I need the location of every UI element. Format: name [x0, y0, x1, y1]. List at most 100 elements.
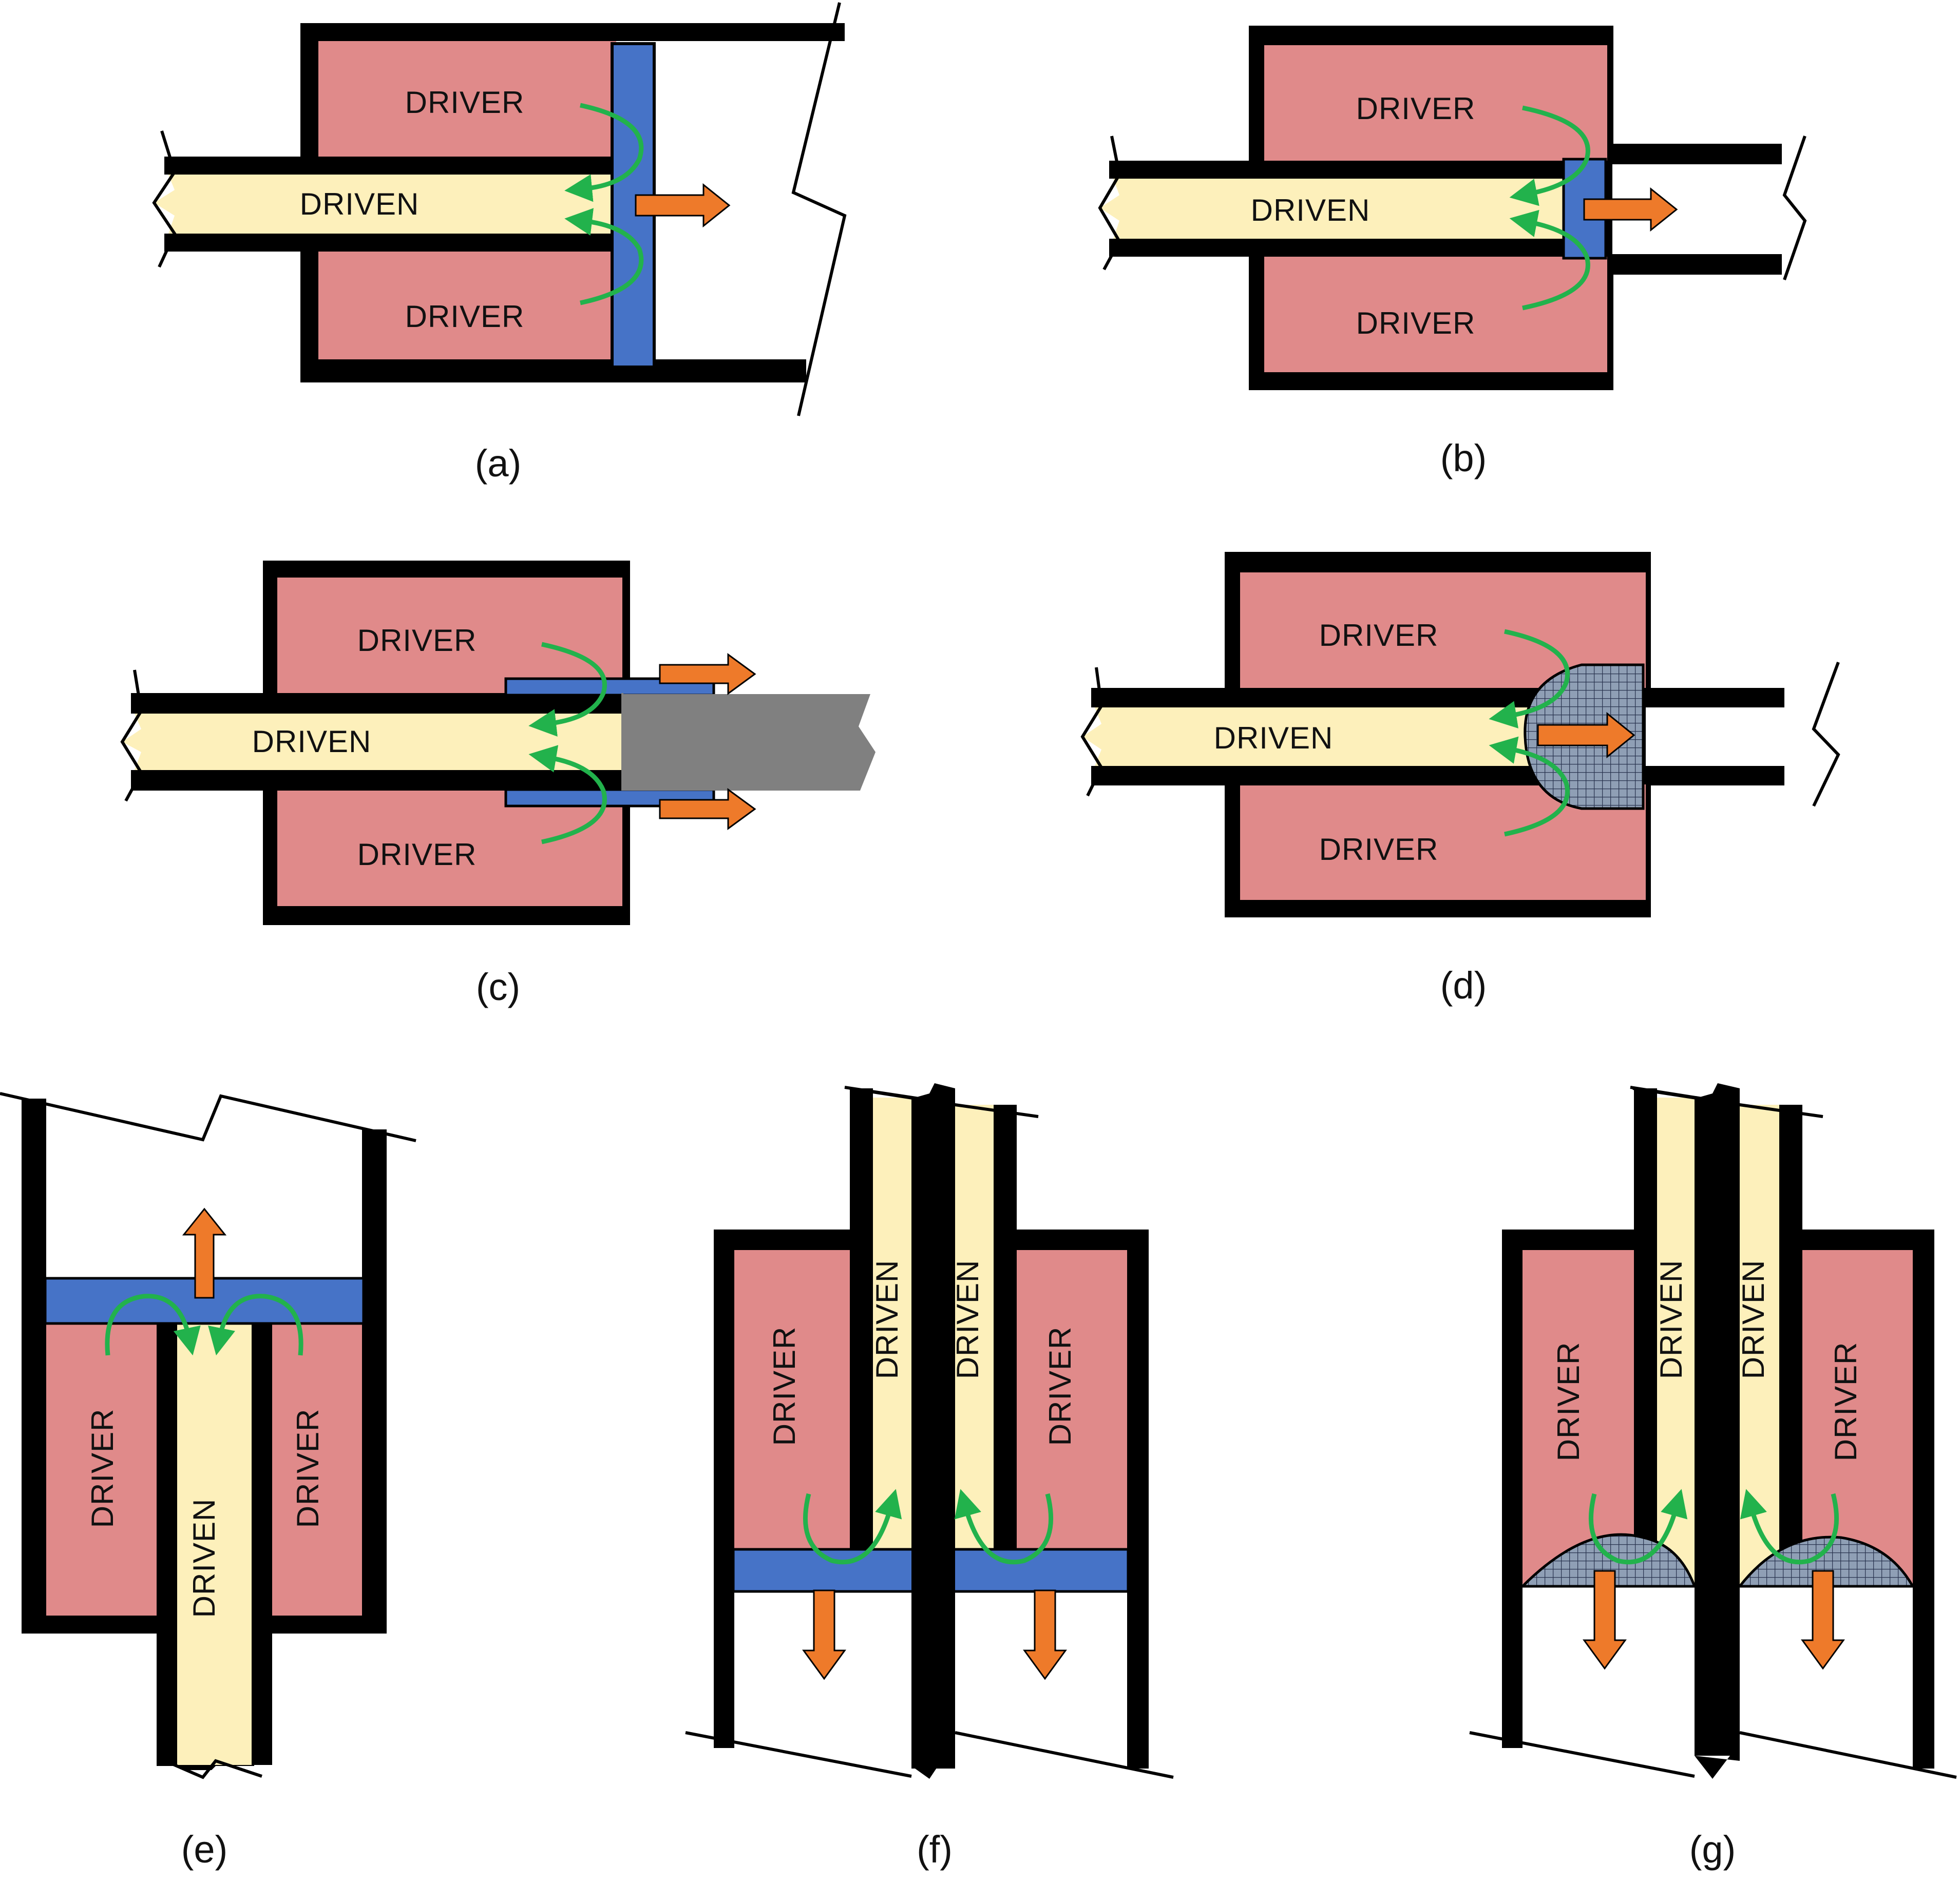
panel-e: DRIVER DRIVER DRIVEN (e): [0, 1092, 416, 1871]
driven-section-a: [154, 175, 616, 234]
projectile-c: [621, 694, 876, 791]
center-wall-bottom-f: [911, 1740, 955, 1779]
driver-section-top-b: [1264, 45, 1607, 161]
driver-section-bottom-a: [318, 252, 616, 359]
flow-arrow-top-a: [564, 103, 644, 202]
bottom-wall-right-e: [252, 1613, 387, 1634]
motion-arrow-e: [182, 1207, 227, 1299]
label-driven-b: DRIVEN: [1251, 193, 1371, 227]
label-driver-right-f: DRIVER: [1043, 1327, 1077, 1446]
label-driven-left-g: DRIVEN: [1654, 1260, 1688, 1379]
break-line-right-b: [1782, 136, 1807, 280]
driven-wall-bottom-c: [131, 770, 578, 791]
driven-wall-bottom-d: [1091, 766, 1605, 785]
flow-arrow-left-g: [1589, 1489, 1688, 1565]
flow-arrow-bottom-b: [1509, 209, 1590, 311]
motion-arrow-right-f: [1023, 1589, 1067, 1680]
motion-arrow-b: [1583, 187, 1678, 232]
break-line-bottom-right-g: [1739, 1731, 1957, 1779]
motion-arrow-a: [635, 183, 731, 228]
flow-arrow-top-d: [1489, 629, 1570, 728]
driven-wall-top-b: [1109, 161, 1623, 179]
label-driver-left-g: DRIVER: [1551, 1342, 1586, 1462]
driver-section-left-g: [1523, 1250, 1641, 1584]
outer-wall-left-g: [1502, 1230, 1523, 1748]
driven-section-d: [1082, 707, 1540, 766]
caption-g: (g): [1689, 1828, 1736, 1871]
label-driver-right-e: DRIVER: [291, 1409, 325, 1528]
label-driver-top-b: DRIVER: [1356, 91, 1476, 126]
center-wall-f: [911, 1083, 955, 1550]
driven-section-c: [122, 714, 621, 770]
flow-arrow-right-e: [208, 1294, 303, 1356]
panel-a: DRIVER DRIVEN DRIVER (a): [152, 2, 847, 485]
flow-arrow-bottom-d: [1489, 736, 1570, 837]
panel-d: DRIVER DRIVEN DRIVER (d): [1080, 552, 1840, 1007]
break-line-right-d: [1812, 661, 1840, 807]
motion-arrow-top-c: [659, 653, 756, 695]
outer-wall-left-f: [714, 1230, 734, 1748]
caption-d: (d): [1440, 964, 1487, 1007]
break-line-bottom-left-f: [685, 1731, 912, 1778]
break-line-left-c: [120, 669, 143, 802]
diaphragm-right-f: [951, 1548, 1130, 1593]
panel-g: DRIVER DRIVER DRIVEN DRIVEN (g): [1469, 1083, 1957, 1871]
break-line-left-d: [1080, 667, 1103, 797]
center-wall-bottom-g: [1695, 1743, 1740, 1779]
mesh-diaphragm-right-g: [1737, 1535, 1915, 1588]
flow-arrow-left-e: [105, 1294, 201, 1356]
extension-wall-top-b: [1612, 144, 1782, 164]
driven-section-e: [177, 1323, 252, 1765]
panel-c: DRIVER DRIVEN DRIVER (c): [120, 561, 876, 1008]
outer-wall-left-e: [22, 1099, 46, 1634]
flow-arrow-top-c: [528, 642, 607, 737]
driven-section-right-f: [953, 1105, 994, 1550]
label-driver-bottom-d: DRIVER: [1319, 832, 1439, 867]
label-driven-d: DRIVEN: [1214, 721, 1334, 755]
driver-section-bottom-b: [1264, 257, 1607, 372]
break-line-left-a: [152, 130, 177, 268]
motion-arrow-left-f: [802, 1589, 846, 1680]
break-line-right-a: [791, 2, 847, 416]
break-line-bottom-right-f: [955, 1731, 1174, 1779]
label-driver-left-f: DRIVER: [767, 1327, 802, 1446]
label-driver-bottom-a: DRIVER: [405, 299, 525, 334]
label-driven-right-g: DRIVEN: [1736, 1260, 1771, 1379]
driven-wall-outer-left-g: [1634, 1088, 1657, 1550]
driven-wall-outer-right-f: [994, 1105, 1017, 1550]
driver-section-right-g: [1800, 1250, 1913, 1584]
label-driver-bottom-b: DRIVER: [1356, 306, 1476, 340]
motion-arrow-right-g: [1801, 1570, 1845, 1670]
flow-arrow-top-b: [1509, 105, 1590, 206]
extension-wall-bottom-b: [1612, 254, 1782, 275]
label-driven-e: DRIVEN: [187, 1499, 221, 1618]
center-wall-g: [1695, 1083, 1740, 1756]
break-line-bottom-left-g: [1469, 1731, 1695, 1778]
label-driver-top-d: DRIVER: [1319, 618, 1439, 652]
label-driver-left-e: DRIVER: [85, 1409, 120, 1528]
caption-e: (e): [181, 1828, 227, 1871]
label-driven-a: DRIVEN: [300, 187, 420, 221]
driver-section-top-a: [318, 41, 616, 157]
extension-wall-top-d: [1646, 688, 1784, 707]
driver-section-top-c: [277, 578, 622, 693]
panel-b: DRIVER DRIVEN DRIVER (b): [1098, 26, 1807, 479]
label-driver-right-g: DRIVER: [1829, 1342, 1863, 1462]
driven-wall-outer-right-g: [1779, 1105, 1802, 1550]
driven-wall-bottom-a: [164, 234, 616, 252]
bottom-wall-left-e: [22, 1613, 158, 1634]
label-driver-top-a: DRIVER: [405, 85, 525, 120]
outer-wall-right-g: [1913, 1230, 1934, 1769]
flow-arrow-bottom-c: [528, 745, 607, 844]
outer-wall-right-f: [1127, 1230, 1149, 1769]
caption-f: (f): [917, 1828, 953, 1871]
caption-b: (b): [1440, 437, 1487, 479]
break-line-bottom-e: [158, 1757, 262, 1779]
flow-arrow-left-f: [803, 1489, 902, 1565]
extension-tube-d: [1646, 707, 1784, 766]
label-driver-bottom-c: DRIVER: [357, 837, 477, 872]
driven-wall-bottom-b: [1109, 239, 1623, 257]
motion-arrow-left-g: [1583, 1570, 1627, 1670]
